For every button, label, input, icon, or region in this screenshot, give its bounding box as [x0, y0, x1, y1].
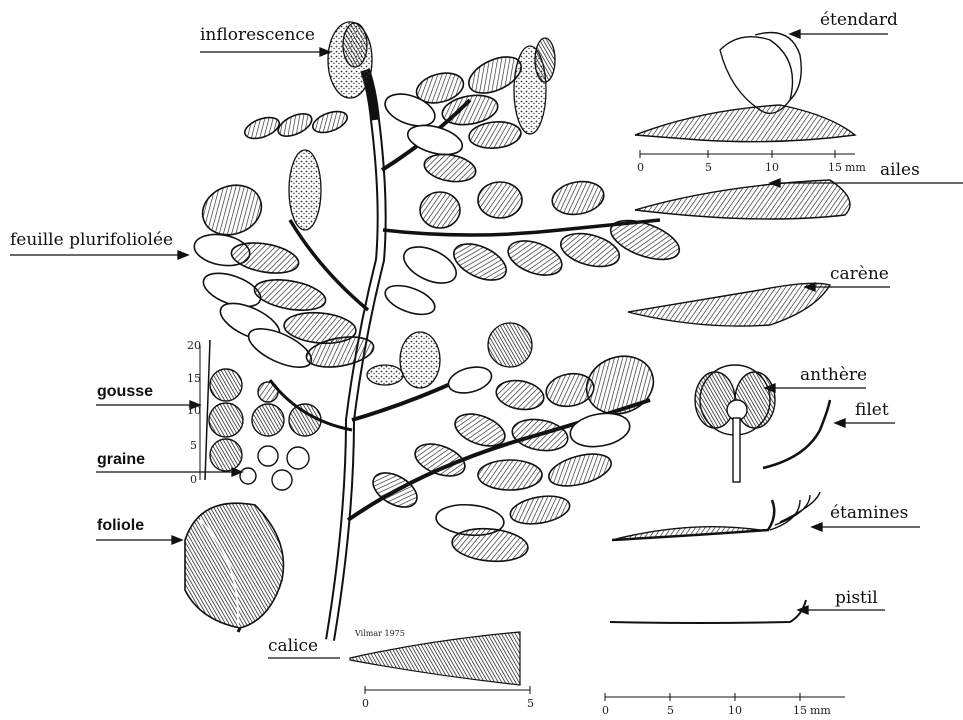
- label-filet: filet: [855, 402, 889, 419]
- label-foliole: foliole: [97, 518, 144, 534]
- label-inflorescence: inflorescence: [200, 27, 315, 44]
- label-feuille-plurifoliolee: feuille plurifoliolée: [10, 232, 173, 249]
- scale-tick: 20: [187, 340, 201, 351]
- label-gousse: gousse: [97, 384, 153, 400]
- scale-tick: 5: [705, 162, 712, 173]
- scale-tick: 0: [190, 474, 197, 485]
- flower-parts: [610, 33, 855, 624]
- artist-signature: Vilmar 1975: [355, 630, 405, 638]
- label-calice: calice: [268, 638, 318, 655]
- scale-tick: 15: [187, 373, 201, 384]
- scale-tick: 15: [828, 162, 842, 173]
- leaflets: [192, 50, 684, 565]
- scale-tick: 15: [793, 705, 807, 716]
- label-anthere: anthère: [800, 367, 867, 384]
- label-etendard: étendard: [820, 12, 898, 29]
- scale-tick: 0: [362, 698, 369, 709]
- label-carene: carène: [830, 266, 889, 283]
- scale-unit: mm: [810, 705, 831, 716]
- scale-tick: 5: [667, 705, 674, 716]
- scale-tick: 10: [187, 405, 201, 416]
- label-ailes: ailes: [880, 162, 920, 179]
- scale-tick: 10: [765, 162, 779, 173]
- calice-drawing: [350, 632, 520, 685]
- foliole-drawing: [185, 503, 283, 632]
- scale-tick: 0: [637, 162, 644, 173]
- label-pistil: pistil: [835, 590, 878, 607]
- label-etamines: étamines: [830, 505, 908, 522]
- scale-tick: 10: [728, 705, 742, 716]
- scale-tick: 0: [602, 705, 609, 716]
- label-graine: graine: [97, 452, 145, 468]
- scale-unit: mm: [845, 162, 866, 173]
- scale-tick: 5: [190, 440, 197, 451]
- scale-tick: 5: [527, 698, 534, 709]
